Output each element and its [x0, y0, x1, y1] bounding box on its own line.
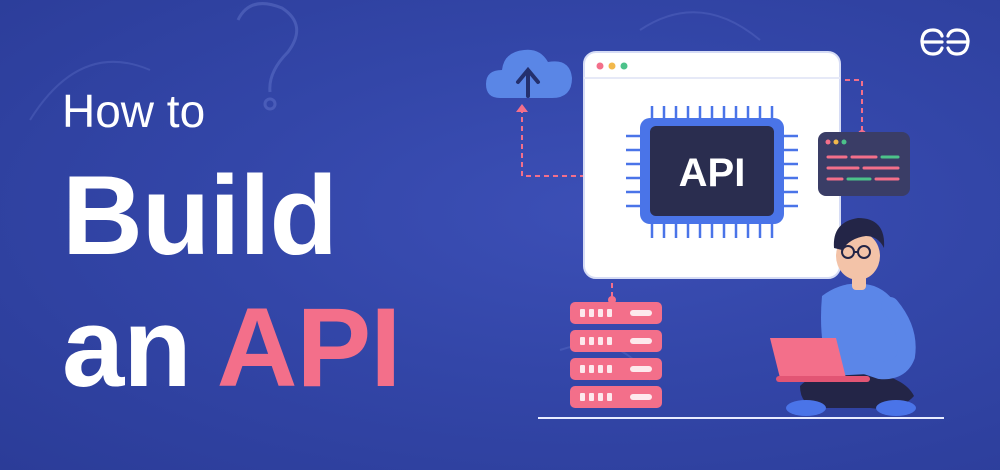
headline-line-2: Build: [62, 153, 338, 278]
headline-line-1: How to: [62, 85, 206, 137]
headline-highlight: API: [216, 285, 402, 410]
headline-line-3: an API: [62, 292, 401, 404]
laptop-icon: [770, 338, 870, 382]
person-illustration: [786, 218, 916, 416]
server-stack-icon: [570, 302, 662, 408]
question-mark-icon: [236, 2, 299, 111]
code-window-icon: [818, 132, 910, 196]
chip-label: API: [679, 151, 746, 195]
cloud-upload-icon: [486, 49, 572, 98]
brand-logo-icon: [920, 28, 970, 56]
headline-line-3-prefix: an: [62, 285, 217, 410]
api-chip: API: [626, 106, 798, 238]
